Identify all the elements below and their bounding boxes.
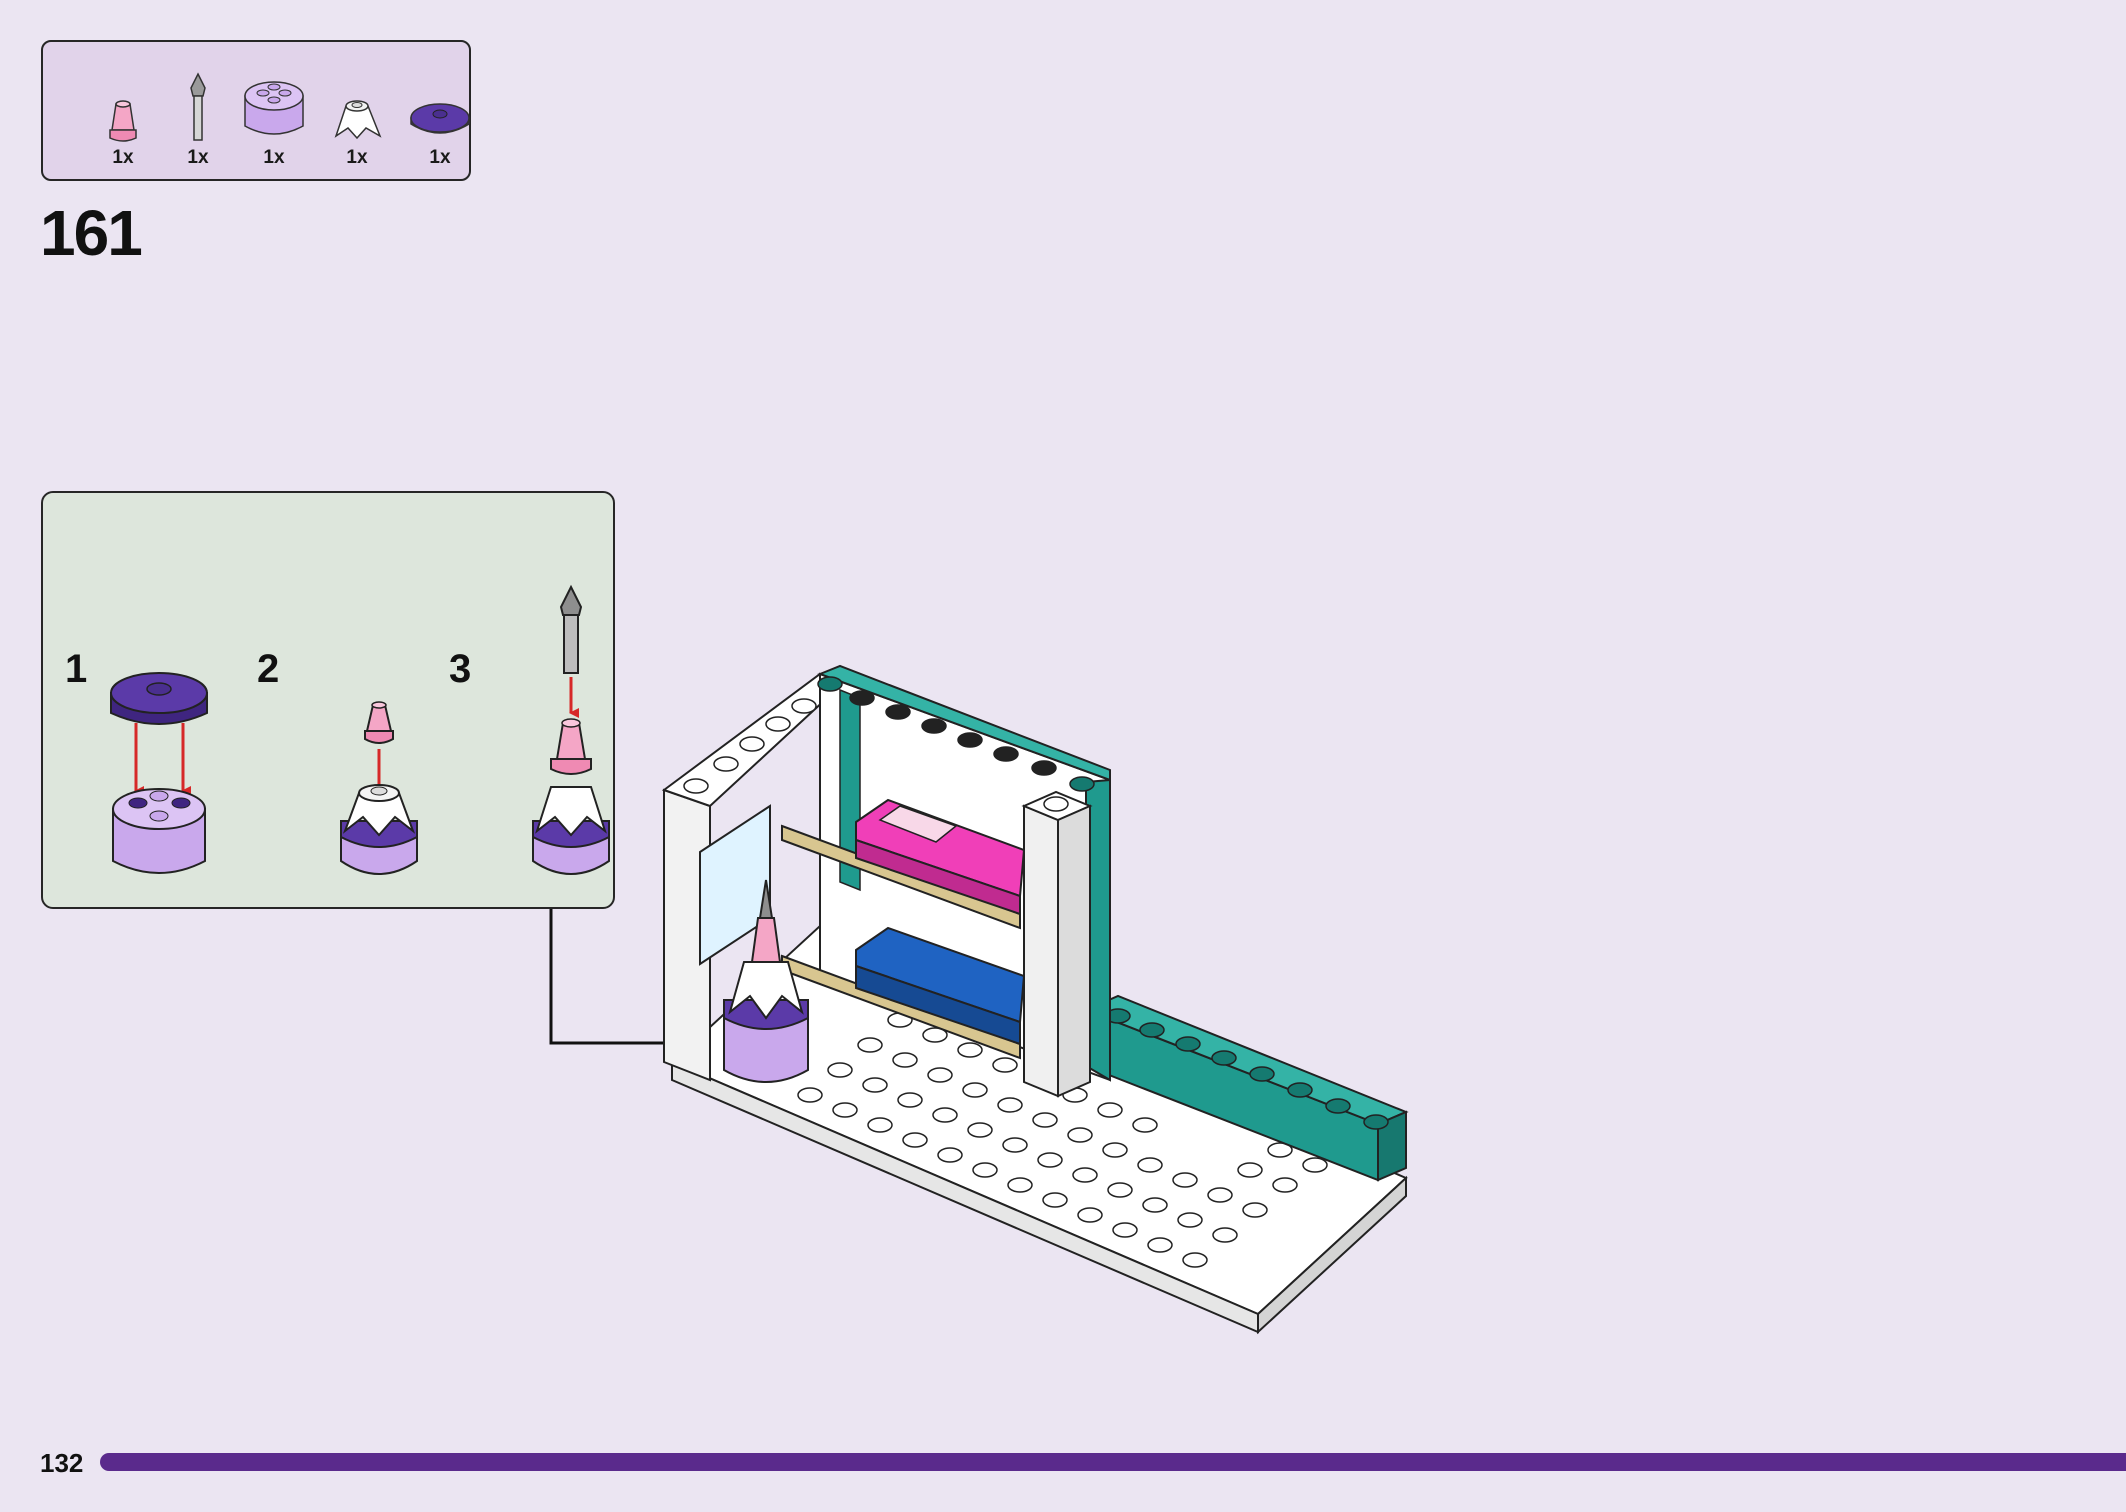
lower-bunk-bed <box>781 926 1026 1060</box>
substep-2-assembly <box>340 701 418 875</box>
part-quantity: 1x <box>429 147 451 168</box>
substep-label: 1 <box>65 647 88 691</box>
part-quantity: 1x <box>112 147 134 168</box>
grey-wand-bar-icon <box>190 72 206 141</box>
sub-assembly-callout: 1 2 3 <box>41 491 615 909</box>
lavender-round-brick-icon <box>244 81 304 135</box>
upper-bunk-bed <box>781 798 1026 930</box>
part-item: 1x <box>88 42 158 183</box>
part-item: 1x <box>405 42 475 183</box>
trans-pink-cone-icon <box>109 100 137 142</box>
part-item: 1x <box>322 42 392 183</box>
teal-wall-studs <box>1105 1008 1389 1130</box>
page-number: 132 <box>40 1448 84 1478</box>
white-pillar <box>1021 790 1093 1098</box>
substep-3-assembly <box>532 584 610 875</box>
plate-studs <box>797 1012 1358 1268</box>
substep-label: 2 <box>257 647 280 691</box>
new-lamp-assembly <box>723 879 809 1083</box>
parts-list-panel: 1x 1x 1x 1x 1x <box>41 40 471 181</box>
teal-low-wall <box>1083 994 1409 1182</box>
progress-bar <box>100 1453 2126 1471</box>
sub-assembly-diagram <box>110 584 610 875</box>
substep-label: 3 <box>449 647 472 691</box>
part-quantity: 1x <box>263 147 285 168</box>
substep-1-assembly <box>110 672 208 874</box>
purple-round-tile-icon <box>410 103 470 134</box>
step-number: 161 <box>40 197 143 269</box>
white-cone-flower-icon <box>334 100 382 140</box>
part-quantity: 1x <box>187 147 209 168</box>
part-item: 1x <box>239 42 309 183</box>
part-quantity: 1x <box>346 147 368 168</box>
part-item: 1x <box>163 42 233 183</box>
top-wall-studs <box>683 676 1095 794</box>
